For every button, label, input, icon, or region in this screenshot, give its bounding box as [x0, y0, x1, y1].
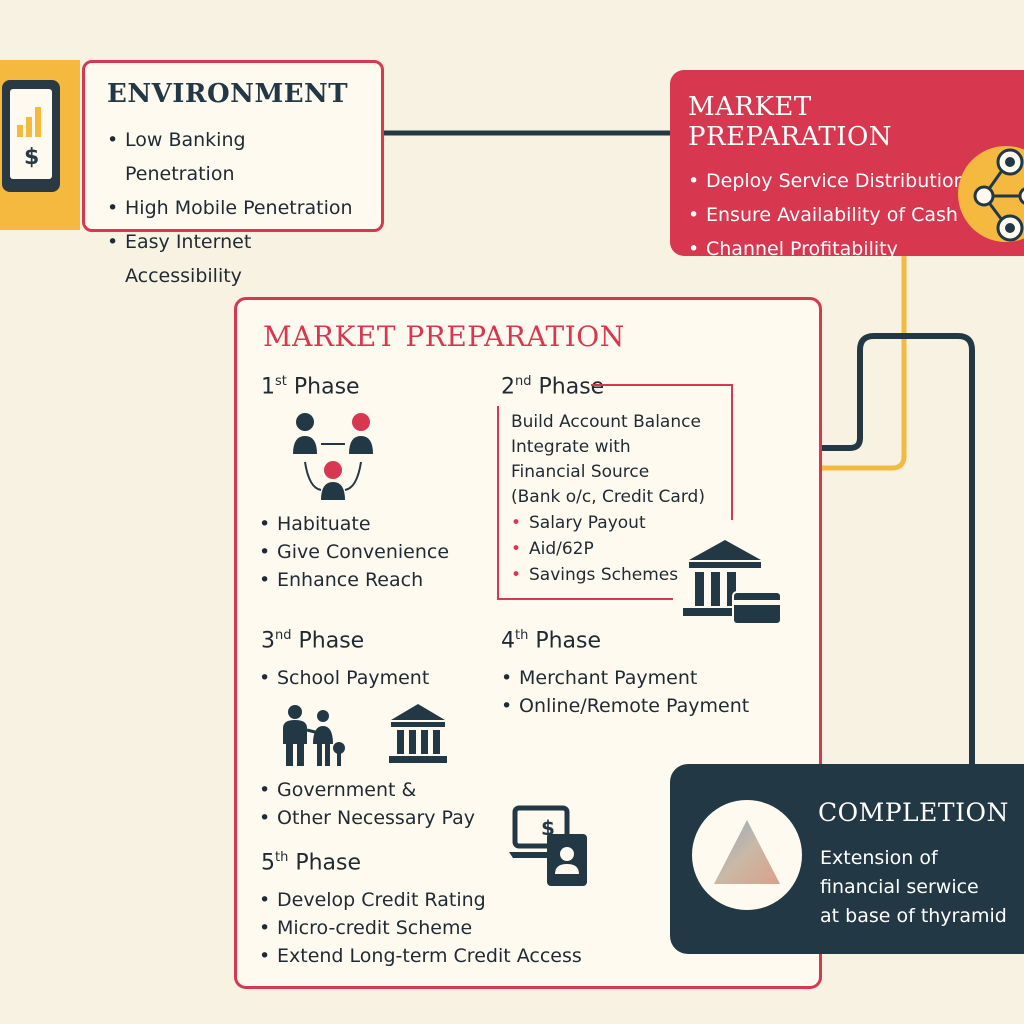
phase-2-text: Build Account Balance Integrate with Fin… [511, 410, 705, 588]
list-item: Habituate [259, 510, 449, 538]
phase-2-frame-right [731, 384, 733, 520]
market-preparation-phases-box: MARKET PREPARATION 1st Phase Habituate G… [234, 297, 822, 989]
list-item: Micro-credit Scheme [259, 914, 582, 942]
completion-line: financial serwice [820, 876, 979, 898]
list-item-continuation: Other Necessary Pay [259, 804, 475, 832]
phases-title: MARKET PREPARATION [263, 320, 625, 353]
completion-text: Extension of financial serwice at base o… [820, 844, 1007, 931]
phone-chart-icon: $ [2, 80, 60, 192]
market-to-main-connector [822, 256, 907, 471]
phase-3-list-continued: Government & Other Necessary Pay [259, 776, 475, 832]
list-item: High Mobile Penetration [107, 191, 359, 225]
completion-line: at base of thyramid [820, 905, 1007, 927]
list-item: Give Convenience [259, 538, 449, 566]
phase-2-frame-top [591, 384, 733, 386]
bank-card-icon [683, 540, 782, 625]
phase-2-frame-bottom [497, 598, 673, 600]
list-item: Develop Credit Rating [259, 886, 582, 914]
environment-list: Low Banking Penetration High Mobile Pene… [107, 123, 359, 293]
network-icon [958, 146, 1024, 242]
market-preparation-box: MARKET PREPARATION Deploy Service Distri… [670, 70, 1024, 266]
phase-2-list: Salary Payout Aid/62P Savings Schemes [511, 510, 705, 588]
completion-box: COMPLETION Extension of financial serwic… [670, 764, 1024, 954]
government-building-icon [389, 704, 447, 763]
market-preparation-title: MARKET PREPARATION [688, 92, 893, 152]
dollar-symbol: $ [24, 145, 40, 170]
list-item: Easy Internet Accessibility [107, 225, 359, 293]
phase-4-list: Merchant Payment Online/Remote Payment [501, 664, 749, 720]
list-item: Channel Profitability [688, 232, 1006, 266]
list-item: Online/Remote Payment [501, 692, 749, 720]
list-item: Enhance Reach [259, 566, 449, 594]
phase-1-list: Habituate Give Convenience Enhance Reach [259, 510, 449, 594]
phase-2-frame-left [497, 406, 499, 600]
list-item: Salary Payout [511, 510, 705, 536]
list-item: Extend Long-term Credit Access [259, 942, 582, 970]
bar-chart-icon [17, 107, 41, 137]
phase-3-heading: 3nd Phase [261, 628, 365, 654]
phase-2-line: Financial Source [511, 462, 650, 482]
completion-title: COMPLETION [818, 798, 1009, 827]
phase-3-list: School Payment [259, 664, 429, 692]
phase-4-heading: 4th Phase [501, 628, 602, 654]
list-item: Low Banking Penetration [107, 123, 359, 191]
pyramid-badge [692, 800, 802, 910]
laptop-payment-icon [509, 805, 587, 886]
phase-2-heading: 2nd Phase [501, 374, 605, 400]
people-network-icon [293, 413, 373, 500]
list-item: Aid/62P [511, 536, 705, 562]
market-preparation-list: Deploy Service Distribution Ensure Avail… [688, 164, 1006, 266]
list-item: Ensure Availability of Cash [688, 198, 1006, 232]
phase-5-heading: 5th Phase [261, 850, 362, 876]
main-to-completion-connector [822, 333, 975, 764]
list-item: Government & [259, 776, 475, 804]
environment-title: ENVIRONMENT [107, 79, 349, 109]
phase-2-line: Integrate with [511, 437, 631, 457]
pyramid-icon [714, 820, 780, 884]
laptop-dollar-symbol: $ [541, 816, 555, 840]
list-item: Merchant Payment [501, 664, 749, 692]
list-item: School Payment [259, 664, 429, 692]
family-icon [283, 705, 345, 766]
phase-1-heading: 1st Phase [261, 374, 360, 400]
list-item: Deploy Service Distribution [688, 164, 1006, 198]
phase-2-line: (Bank o/c, Credit Card) [511, 487, 705, 507]
list-item: Savings Schemes [511, 562, 705, 588]
completion-line: Extension of [820, 847, 938, 869]
phase-5-list: Develop Credit Rating Micro-credit Schem… [259, 886, 582, 970]
environment-box: ENVIRONMENT Low Banking Penetration High… [82, 60, 384, 287]
phone-screen: $ [10, 89, 52, 179]
phase-2-line: Build Account Balance [511, 412, 701, 432]
